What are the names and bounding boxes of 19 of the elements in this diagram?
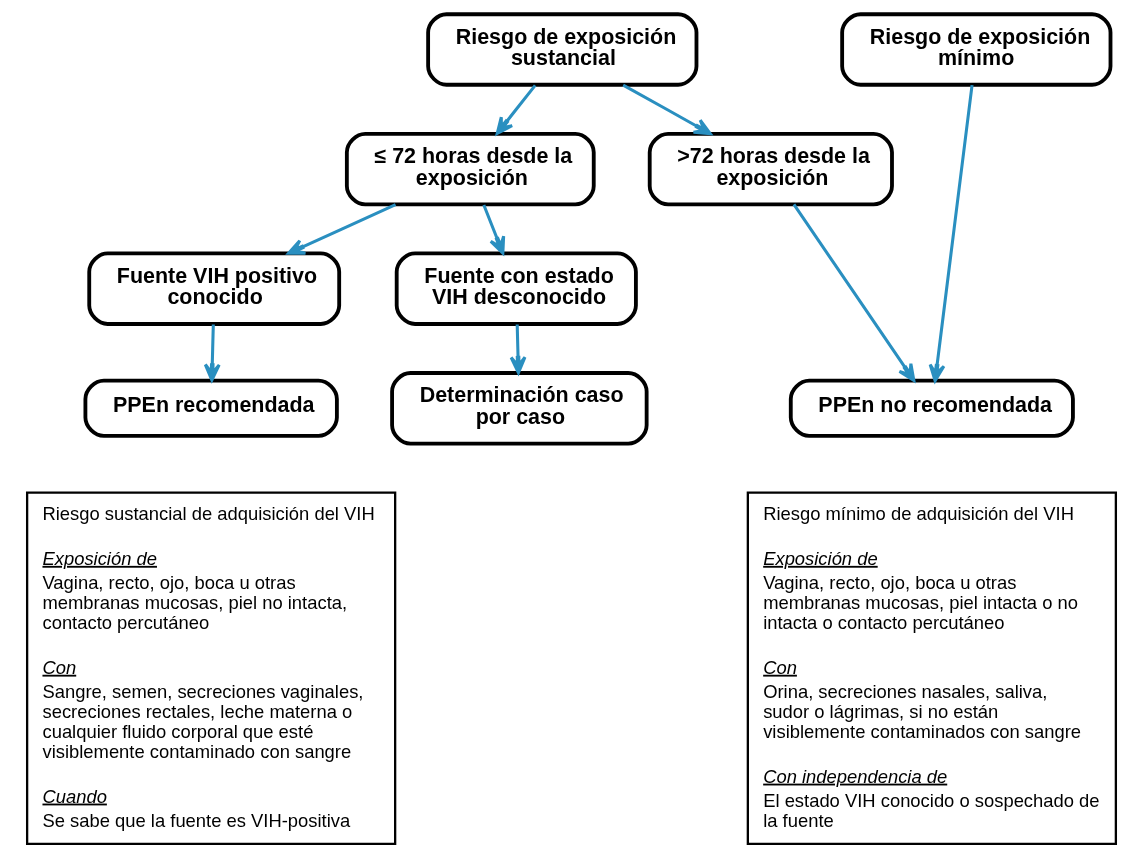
- node-box: Riesgo mínimo de adquisición del VIH Exposición de Vagina, recto, ojo, boca u otras membranas mucosas, piel intacta o no intacta o contacto percutáneo Con Orina, secreciones nasales, saliva, sudor o lágrimas, si no están visiblemente contaminados con sangre Con independencia de El estado VIH conocido o sospechado de la fuente: [746, 491, 1117, 845]
- arrow: [482, 204, 506, 255]
- arrow: [203, 324, 221, 382]
- node-box: ≤ 72 horas desde la exposición: [344, 131, 596, 207]
- arrow: [622, 83, 712, 136]
- arrow: [509, 324, 527, 375]
- node-box: Fuente VIH positivo conocido: [87, 251, 342, 326]
- node-box: Riesgo sustancial de adquisición del VIH Exposición de Vagina, recto, ojo, boca u otras membranas mucosas, piel no intacta, contacto percutáneo Con Sangre, semen, secreciones vaginales, secreciones rectales, leche materna o cualquier fluido corporal que esté visiblemente contaminado con sangre Cuando Se sabe que la fuente es VIH-positiva: [26, 491, 397, 845]
- arrow: [792, 203, 916, 382]
- arrow: [928, 84, 974, 383]
- node-box: Determinación caso por caso: [390, 371, 649, 446]
- node-box: PPEn no recomendada: [788, 378, 1075, 438]
- node-box: PPEn recomendada: [83, 378, 339, 438]
- node-box: Riesgo de exposición sustancial: [426, 12, 699, 87]
- node-box: Fuente con estado VIH desconocido: [394, 251, 638, 326]
- arrow: [495, 84, 537, 135]
- arrow: [287, 203, 397, 255]
- node-box: Riesgo de exposición mínimo: [840, 12, 1113, 87]
- node-box: >72 horas desde la exposición: [647, 131, 894, 207]
